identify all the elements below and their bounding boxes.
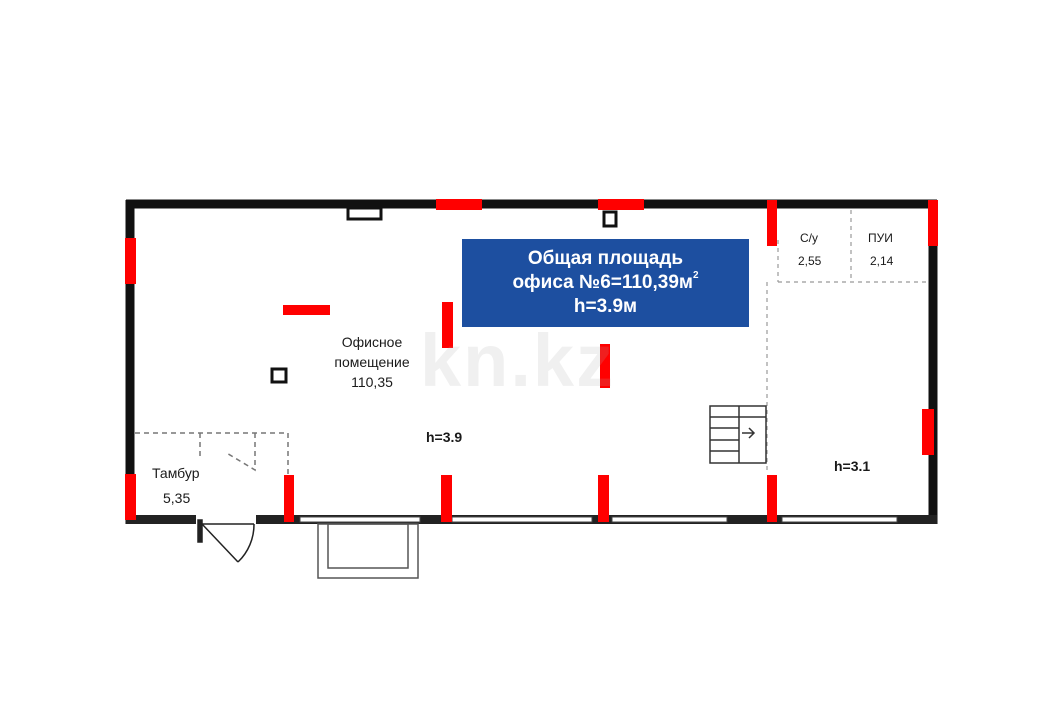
entry-door: [197, 519, 255, 563]
watermark: kn.kz: [420, 319, 616, 402]
banner-line-3: h=3.9м: [573, 296, 638, 317]
banner-line-2: офиса №6=110,39м2: [462, 271, 749, 295]
vestibule-area: 5,35: [163, 490, 191, 506]
right-partition: [766, 210, 930, 470]
office-name-line-1: Офисное: [341, 334, 403, 350]
office-name-line-2: помещение: [334, 354, 410, 370]
vent-shafts: [270, 206, 618, 384]
banner-line-2-text: офиса №6=110,39м: [512, 272, 693, 293]
vestibule-partition: [135, 432, 289, 478]
utility-name: ПУИ: [868, 231, 893, 245]
columns: [125, 199, 938, 522]
office-area: 110,35: [351, 374, 393, 390]
height-main-label: h=3.9: [426, 429, 463, 445]
entrance-porch: [317, 523, 419, 579]
total-area-banner: Общая площадь офиса №6=110,39м2 h=3.9м: [462, 239, 749, 327]
wc-area: 2,55: [798, 254, 822, 268]
wc-name: С/у: [800, 231, 818, 245]
banner-superscript: 2: [692, 270, 699, 281]
office-label: Офисное помещение 110,35: [316, 332, 428, 392]
vestibule-name: Тамбур: [152, 465, 200, 481]
stair: [709, 405, 767, 464]
utility-area: 2,14: [870, 254, 894, 268]
banner-line-1: Общая площадь: [527, 248, 684, 269]
height-right-label: h=3.1: [834, 458, 871, 474]
